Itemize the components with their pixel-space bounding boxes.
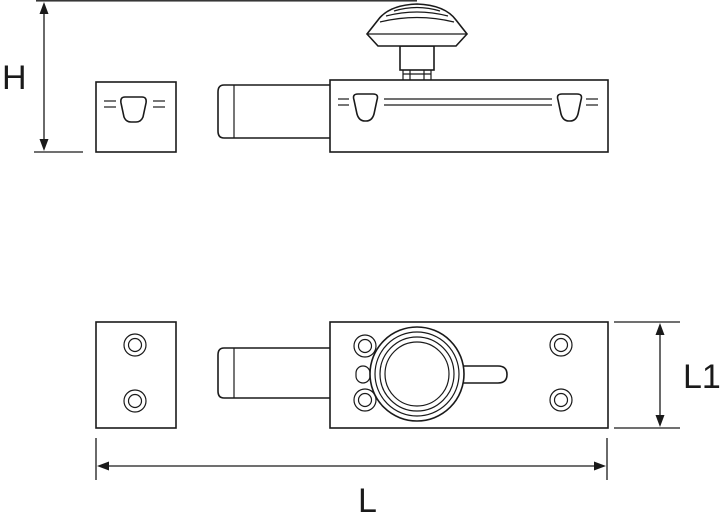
height-dimension: H [2, 0, 417, 153]
bolt-housing-front [329, 321, 609, 429]
width-label: L1 [683, 358, 720, 396]
length-label: L [358, 482, 377, 520]
knob-side [365, 3, 469, 80]
height-label: H [2, 59, 27, 97]
bolt-rod-front [217, 347, 330, 399]
knob-front [369, 326, 508, 422]
side-view [95, 3, 609, 153]
plan-view [95, 321, 609, 429]
keeper-plate-side [95, 81, 177, 153]
width-dimension: L1 [614, 321, 720, 429]
keeper-plate-front [95, 321, 177, 429]
bolt-rod-side [217, 84, 330, 139]
bolt-housing-side [329, 79, 609, 153]
length-dimension: L [95, 438, 608, 520]
